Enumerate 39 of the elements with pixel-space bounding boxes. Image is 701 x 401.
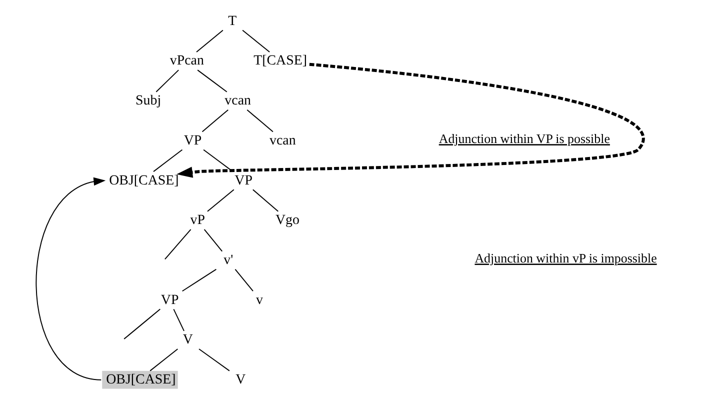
node-text: vPcan: [169, 54, 204, 69]
arrow: [176, 62, 644, 178]
connector: [198, 348, 230, 372]
node-text: OBJ[CASE]: [108, 173, 178, 188]
connector: [201, 109, 228, 132]
node-text: VP: [183, 133, 202, 148]
connector: [242, 30, 270, 52]
connector: [155, 70, 179, 92]
connector: [123, 308, 160, 340]
connector: [196, 30, 223, 52]
arrow: [35, 177, 106, 380]
node-text: T: [228, 14, 236, 29]
node-box: OBJ[CASE]: [102, 370, 178, 389]
node-text: VP: [234, 173, 252, 188]
node-text: vcan: [269, 133, 296, 148]
connector: [172, 308, 184, 332]
connector: [203, 228, 222, 252]
node-text: Subj: [135, 94, 161, 109]
node-text: v: [256, 292, 263, 308]
node-text: vcan: [224, 94, 250, 109]
connector: [149, 348, 178, 372]
label: Adjunction within vP is impossible: [474, 250, 656, 266]
connector: [164, 228, 191, 260]
connector: [196, 70, 227, 92]
node-text: V: [182, 332, 192, 348]
node-text: v': [223, 252, 233, 268]
node-text: VP: [160, 292, 178, 308]
connector: [246, 109, 273, 132]
connector: [181, 268, 216, 292]
connector: [252, 189, 278, 212]
connector: [206, 189, 234, 212]
node-text: V: [235, 372, 246, 388]
node-text: Vgo: [274, 213, 299, 228]
connector: [234, 268, 253, 292]
node-text: T[CASE]: [253, 54, 307, 69]
connector: [202, 149, 233, 172]
node-text: vP: [190, 213, 205, 228]
label: Adjunction within VP is possible: [438, 131, 610, 146]
connector: [152, 149, 182, 172]
